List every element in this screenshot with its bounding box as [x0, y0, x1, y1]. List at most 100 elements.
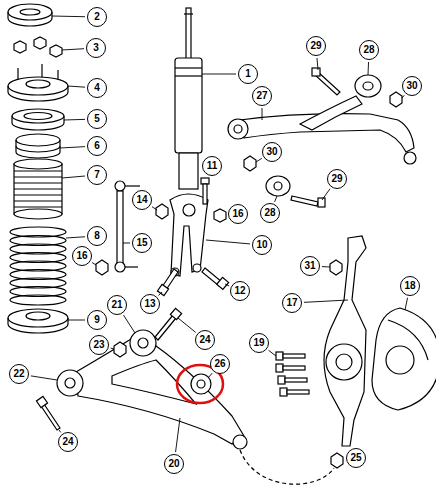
leader-line	[256, 158, 262, 162]
callout-number: 1	[238, 64, 258, 84]
callout-number: 5	[87, 109, 107, 129]
leader-line	[111, 348, 114, 350]
leader-line	[275, 196, 277, 202]
nut	[114, 342, 126, 357]
callout-number: 6	[87, 136, 107, 156]
callout-number: 10	[252, 235, 272, 255]
callout-number: 30	[402, 76, 422, 96]
callout-number: 17	[282, 293, 302, 313]
upper-control-arm	[228, 96, 416, 164]
callout-number: 28	[359, 40, 379, 60]
nut	[390, 92, 402, 107]
leader-line	[202, 74, 236, 75]
bolt	[36, 308, 181, 430]
callout-number: 27	[252, 86, 272, 106]
callout-number: 29	[306, 36, 326, 56]
callout-number: 11	[202, 156, 222, 176]
upper-mount	[8, 64, 68, 101]
nut	[214, 209, 226, 222]
bearing	[12, 109, 64, 130]
callout-number: 19	[249, 333, 269, 353]
bushing	[266, 75, 381, 196]
leader-line	[66, 237, 85, 238]
nut	[244, 156, 256, 171]
callout-number: 3	[86, 38, 106, 58]
jounce-bumper	[16, 134, 60, 158]
callout-number: 20	[164, 454, 184, 474]
callout-number: 26	[210, 354, 230, 374]
callout-number: 24	[58, 432, 78, 452]
leader-line	[317, 58, 318, 70]
leader-line	[59, 430, 61, 432]
callout-number: 22	[9, 364, 29, 384]
callout-number: 2	[87, 7, 107, 27]
callout-number: 25	[346, 448, 366, 468]
bolt	[157, 269, 178, 296]
bolt	[202, 268, 229, 289]
leader-line	[206, 240, 250, 244]
leader-line	[68, 320, 85, 321]
callout-number: 16	[72, 246, 92, 266]
clevis-bracket	[170, 194, 208, 276]
assembly-line	[240, 450, 334, 484]
callout-number: 21	[107, 295, 127, 315]
leader-line	[322, 189, 330, 200]
nut	[156, 204, 168, 219]
callout-number: 18	[400, 276, 420, 296]
bolt	[201, 178, 209, 204]
leader-line	[176, 418, 180, 452]
leader-line	[269, 350, 276, 356]
leader-line	[68, 86, 85, 87]
spring-seat	[8, 309, 68, 333]
leader-line	[304, 300, 348, 302]
leader-line	[60, 147, 85, 148]
leader-line	[402, 95, 404, 98]
callout-number: 7	[87, 165, 107, 185]
nut	[96, 260, 108, 275]
leader-line	[92, 262, 96, 265]
leader-line	[405, 298, 408, 310]
leader-line	[62, 49, 84, 50]
callout-number: 24	[195, 330, 215, 350]
leader-line	[62, 176, 85, 178]
dust-boot	[14, 159, 62, 219]
lower-control-arm	[57, 330, 247, 449]
callout-number: 16	[228, 204, 248, 224]
nut	[330, 260, 342, 275]
spring-coil	[10, 295, 66, 305]
callout-number: 13	[140, 294, 160, 314]
splash-shield	[372, 308, 436, 410]
callout-number: 30	[262, 142, 282, 162]
strut	[175, 8, 202, 189]
leader-line	[178, 318, 196, 332]
callout-number: 9	[87, 310, 107, 330]
callout-number: 4	[87, 78, 107, 98]
callout-number: 31	[300, 256, 320, 276]
leader-line	[123, 315, 135, 333]
leader-line	[225, 284, 229, 286]
leader-line	[322, 266, 330, 267]
leader-line	[158, 292, 162, 296]
leader-line	[31, 376, 57, 380]
callout-number: 29	[327, 169, 347, 189]
nut	[331, 453, 343, 468]
leader-line	[123, 243, 130, 244]
callout-number: 23	[89, 335, 109, 355]
top-cap	[8, 4, 52, 26]
coil-spring	[10, 227, 66, 305]
callout-number: 12	[230, 281, 250, 301]
leader-line	[64, 119, 85, 121]
leader-lines	[31, 16, 408, 452]
callout-number: 8	[87, 226, 107, 246]
callout-number: 28	[260, 203, 280, 223]
bolt	[276, 352, 309, 396]
leader-line	[208, 373, 212, 378]
callout-number: 15	[132, 233, 152, 253]
leader-line	[368, 62, 370, 75]
callout-number: 14	[132, 190, 152, 210]
leader-line	[262, 108, 263, 120]
leader-line	[52, 16, 85, 18]
nuts	[14, 37, 62, 57]
